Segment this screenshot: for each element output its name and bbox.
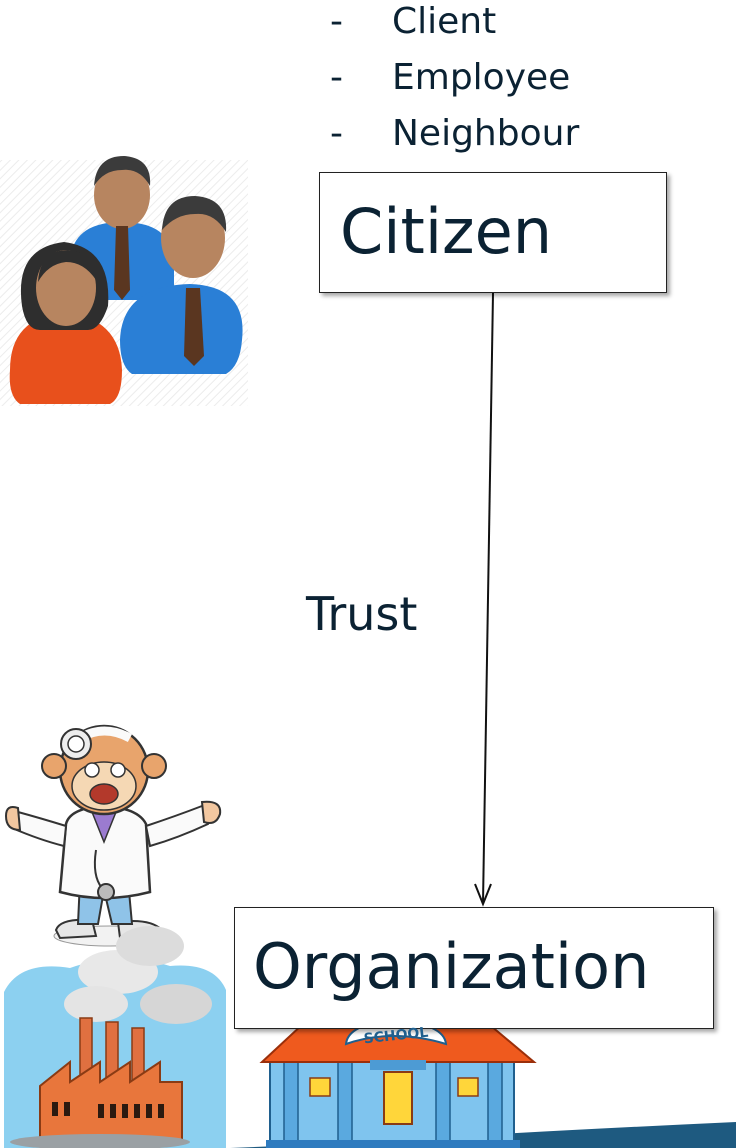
school-sign-text: SCHOOL	[363, 1025, 429, 1048]
factory-icon	[4, 926, 226, 1148]
people-group-icon	[0, 156, 248, 406]
role-label: Employee	[392, 57, 571, 98]
bullet-dash: -	[330, 57, 343, 98]
citizen-box: Citizen	[319, 172, 667, 293]
citizen-label: Citizen	[340, 195, 553, 268]
role-label: Client	[392, 1, 497, 42]
organization-label: Organization	[253, 930, 650, 1003]
trust-label: Trust	[306, 587, 418, 641]
bullet-dash: -	[330, 113, 343, 154]
organization-box: Organization	[234, 907, 714, 1029]
trust-arrow	[474, 292, 494, 907]
bullet-dash: -	[330, 1, 343, 42]
role-label: Neighbour	[392, 113, 580, 154]
